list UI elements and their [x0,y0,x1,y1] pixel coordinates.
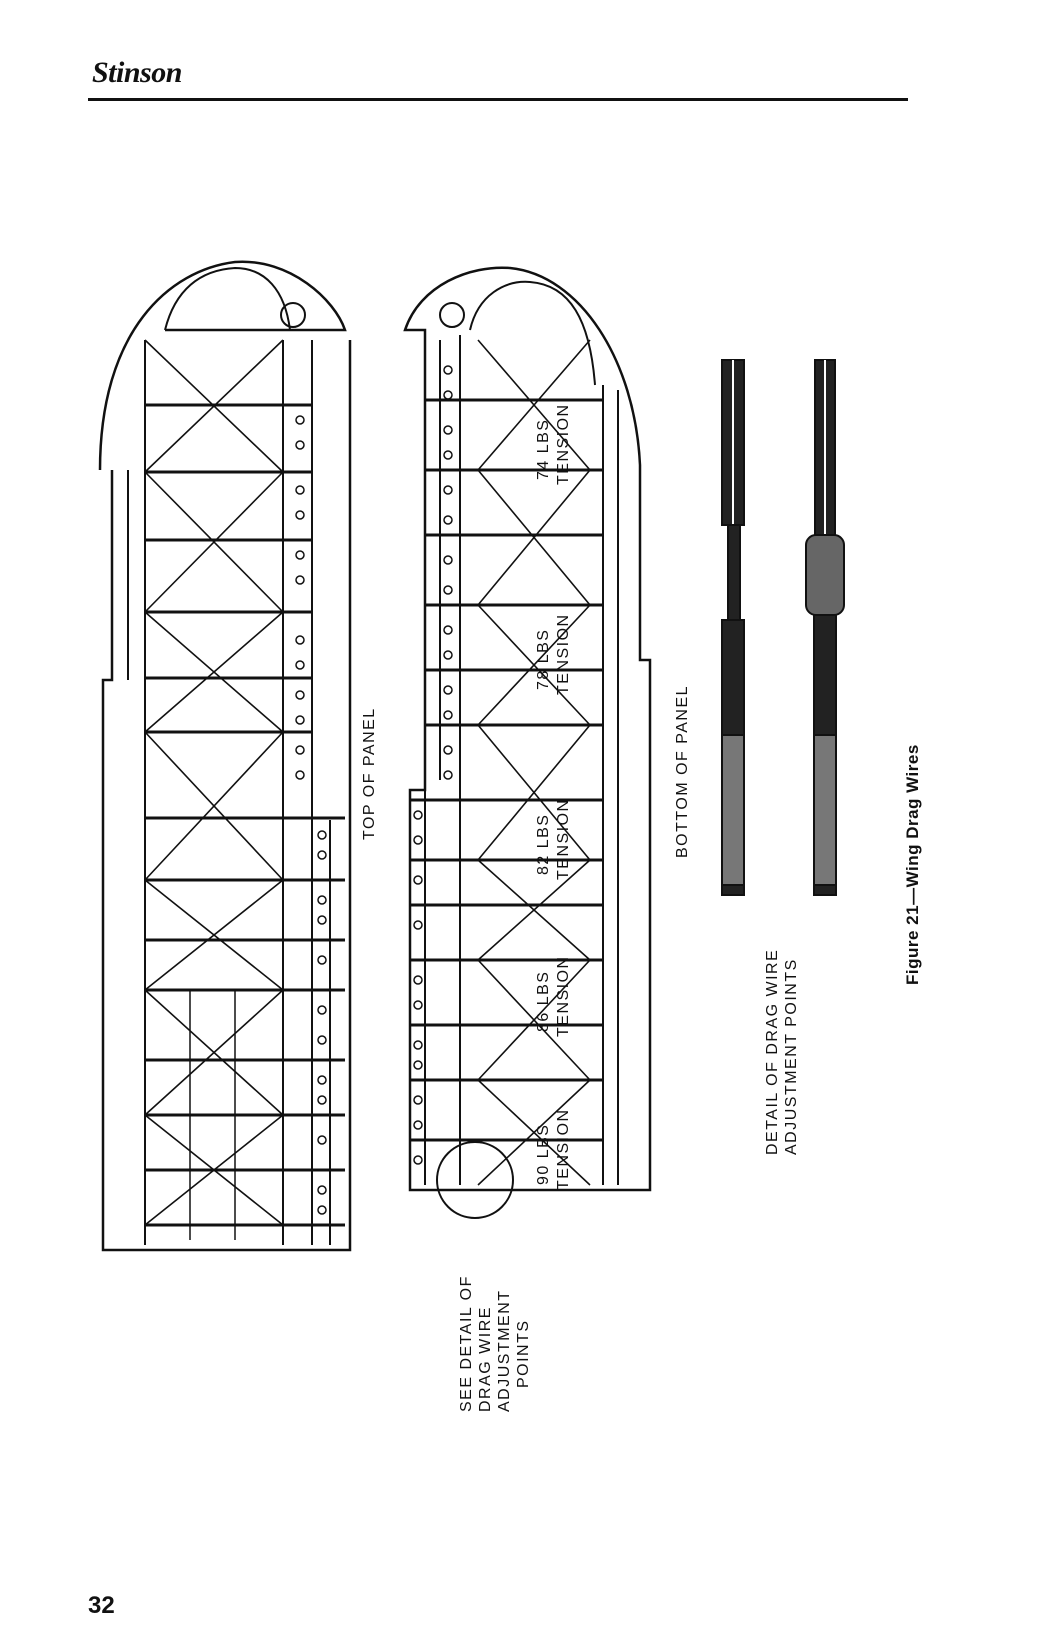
tension-unit: TENSION [555,1108,572,1190]
tension-value: 90 LBS [535,1124,552,1185]
bottom-panel-drawing [403,266,652,1219]
tension-unit: TENSION [555,613,572,695]
top-of-panel-label: TOP OF PANEL [361,707,378,840]
see-detail-label: SEE DETAIL OF DRAG WIRE ADJUSTMENT POINT… [458,1275,532,1412]
tension-value: 78 LBS [535,629,552,690]
drag-wire-detail-rods [721,359,845,896]
detail-label: DETAIL OF DRAG WIRE ADJUSTMENT POINTS [764,948,800,1155]
tension-value: 86 LBS [535,971,552,1032]
tension-value: 82 LBS [535,814,552,875]
bottom-of-panel-label: BOTTOM OF PANEL [674,684,691,858]
tension-value: 74 LBS [535,419,552,480]
tension-unit: TENSION [555,403,572,485]
header-rule [88,98,908,101]
top-panel-drawing [98,260,352,1252]
tension-unit: TENSION [555,955,572,1037]
tension-labels: 74 LBS TENSION 78 LBS TENSION 82 LBS TEN… [535,403,572,1190]
page-number: 32 [88,1592,115,1619]
tension-unit: TENSION [555,798,572,880]
figure-caption: Figure 21—Wing Drag Wires [903,744,922,985]
brand-logo: Stinson [92,56,182,89]
